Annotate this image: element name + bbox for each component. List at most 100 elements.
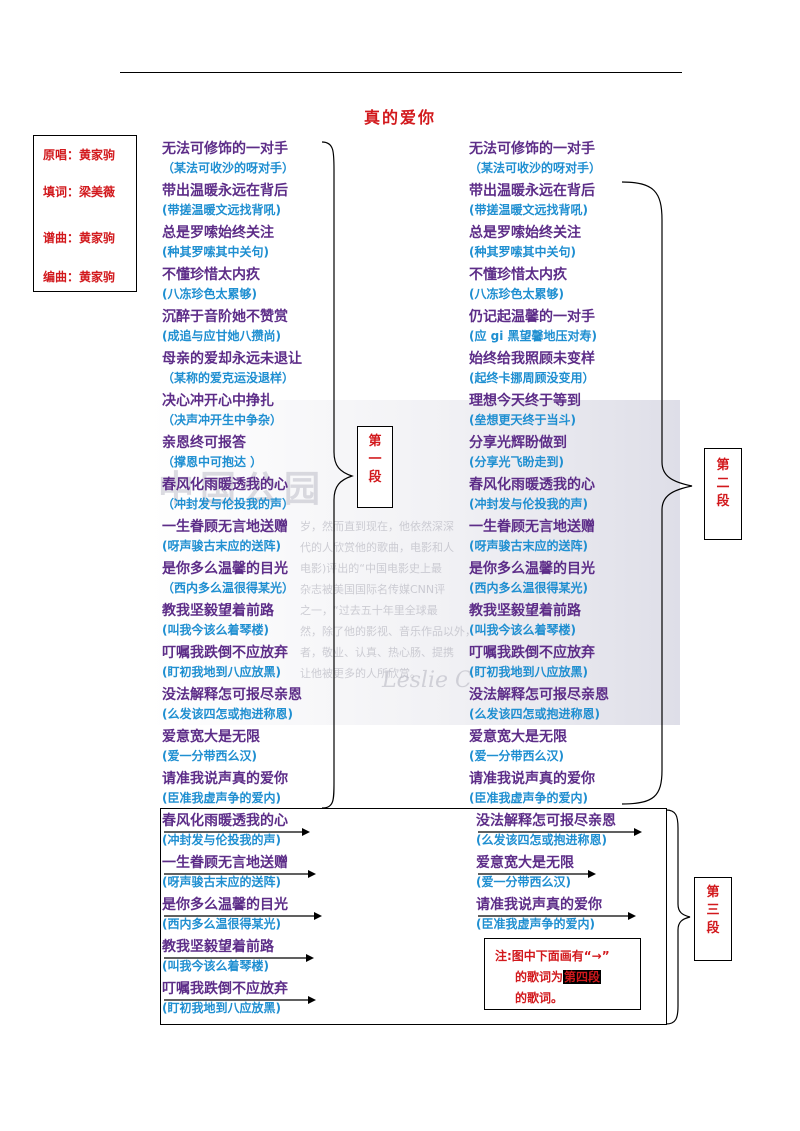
- romanization-line: (种其罗嗦其中关句): [469, 245, 576, 259]
- lyric-line: 请准我说声真的爱你: [476, 897, 602, 913]
- romanization-line: (带搓温暖文远找背吼): [162, 203, 281, 217]
- romanization-line: (爱一分带西么汉): [469, 749, 564, 763]
- lyric-line: 春风化雨暖透我的心: [469, 477, 595, 493]
- section-two-brace: [621, 181, 693, 805]
- lyric-line: 一生眷顾无言地送赠: [162, 855, 288, 871]
- romanization-line: (呀声骏古末应的送阵): [469, 539, 588, 553]
- arrow-mark: [478, 870, 596, 878]
- lyric-line: 一生眷顾无言地送赠: [162, 519, 288, 535]
- romanization-line: (垒想更天终于当斗): [469, 413, 576, 427]
- credits-box: 原唱：黄家驹 填词：梁美薇 谱曲：黄家驹 编曲：黄家驹: [33, 135, 137, 292]
- romanization-line: (叫我今该么着琴楼): [469, 623, 576, 637]
- romanization-line: (起终卡挪周顾没变用）: [469, 371, 595, 385]
- romanization-line: (呀声骏古末应的送阵): [162, 539, 281, 553]
- lyric-line: 爱意宽大是无限: [162, 729, 260, 745]
- romanization-line: (应 gi 黑望馨地压对寿): [469, 329, 598, 343]
- watermark-line: 者，敬业、认真、热心肠、提携: [300, 646, 454, 659]
- label-char: 二: [716, 476, 730, 491]
- lyric-line: 没法解释怎可报尽亲恩: [162, 687, 302, 703]
- note-line-1: 注:图中下面画有“→”: [495, 949, 610, 963]
- romanization-line: (种其罗嗦其中关句): [162, 245, 269, 259]
- romanization-line: (八冻珍色太累够): [162, 287, 257, 301]
- watermark-line: 杂志被美国国际名传媒CNN评: [300, 583, 446, 596]
- romanization-line: (么发该四怎或抱进称恩): [469, 707, 600, 721]
- arrow-mark: [164, 828, 310, 836]
- arrow-mark: [164, 954, 314, 962]
- credit-lyricist: 填词：梁美薇: [43, 185, 116, 199]
- romanization-line: (冲封发与伦投我的声): [162, 833, 281, 847]
- section-one-brace: [321, 141, 354, 809]
- lyric-line: 没法解释怎可报尽亲恩: [469, 687, 609, 703]
- romanization-line: (么发该四怎或抱进称恩): [162, 707, 293, 721]
- watermark-line: 然，除了他的影视、音乐作品以外，: [300, 625, 476, 638]
- lyric-line: 请准我说声真的爱你: [469, 771, 595, 787]
- romanization-line: (冲封发与伦投我的声): [469, 497, 588, 511]
- romanization-line: (盯初我地到八应放黑): [469, 665, 588, 679]
- lyric-line: 决心冲开心中挣扎: [162, 393, 274, 409]
- watermark-line: 让他被更多的人所欣赏。: [300, 667, 421, 680]
- romanization-line: (臣准我虚声争的爱内): [476, 917, 595, 931]
- label-char: 第: [368, 434, 382, 449]
- label-char: 段: [716, 494, 730, 509]
- lyric-line: 总是罗嗦始终关注: [162, 225, 274, 241]
- romanization-line: (成追与应甘她八攒尚): [162, 329, 281, 343]
- watermark-title: 中国公园: [158, 469, 327, 510]
- lyric-line: 总是罗嗦始终关注: [469, 225, 581, 241]
- lyric-line: 是你多么温馨的目光: [469, 561, 595, 577]
- lyric-line: 叮嘱我跌倒不应放弃: [162, 645, 288, 661]
- note-line-3: 的歌词。: [515, 991, 564, 1005]
- credit-composer: 谱曲：黄家驹: [43, 231, 116, 245]
- lyric-line: 不懂珍惜太内疚: [162, 267, 260, 283]
- label-char: 段: [368, 470, 382, 485]
- lyric-line: 是你多么温馨的目光: [162, 897, 288, 913]
- lyric-line: 带出温暖永远在背后: [162, 183, 288, 199]
- romanization-line: （决声冲开生中争杂）: [162, 413, 283, 427]
- arrow-mark: [478, 912, 636, 920]
- background-watermark: 中国公园 岁，然而直到现在，他依然深深代的人欣赏他的歌曲，电影和人电影)评出的“…: [150, 400, 680, 725]
- arrow-mark: [164, 996, 316, 1004]
- lyric-line: 叮嘱我跌倒不应放弃: [469, 645, 595, 661]
- section-two-label: 第 二 段: [704, 448, 742, 540]
- lyric-line: 无法可修饰的一对手: [162, 141, 288, 157]
- label-char: 一: [368, 452, 382, 467]
- romanization-line: (带搓温暖文远找背吼): [469, 203, 588, 217]
- romanization-line: (盯初我地到八应放黑): [162, 1001, 281, 1015]
- watermark-signature: Leslie C: [382, 668, 472, 693]
- section-one-label: 第 一 段: [357, 426, 393, 508]
- lyric-line: 不懂珍惜太内疚: [469, 267, 567, 283]
- lyric-line: 理想今天终于等到: [469, 393, 581, 409]
- romanization-line: (盯初我地到八应放黑): [162, 665, 281, 679]
- lyric-line: 春风化雨暖透我的心: [162, 813, 288, 829]
- lyric-line: 叮嘱我跌倒不应放弃: [162, 981, 288, 997]
- romanization-line: (臣准我虚声争的爱内): [162, 791, 281, 805]
- romanization-line: (臣准我虚声争的爱内): [469, 791, 588, 805]
- romanization-line: (八冻珍色太累够): [469, 287, 564, 301]
- lyric-line: 教我坚毅望着前路: [162, 939, 274, 955]
- lyric-line: 没法解释怎可报尽亲恩: [476, 813, 616, 829]
- romanization-line: （西内多么温很得某光）: [162, 581, 295, 595]
- lyric-line: 分享光辉盼做到: [469, 435, 567, 451]
- romanization-line: (分享光飞盼走到): [469, 455, 564, 469]
- label-char: 段: [706, 921, 720, 936]
- lyric-line: 教我坚毅望着前路: [162, 603, 274, 619]
- watermark-line: 代的人欣赏他的歌曲，电影和人: [300, 541, 454, 554]
- label-char: 第: [716, 458, 730, 473]
- romanization-line: (爱一分带西么汉): [476, 875, 571, 889]
- credit-singer: 原唱：黄家驹: [43, 148, 116, 162]
- label-char: 第: [706, 885, 720, 900]
- lyric-line: 仍记起温馨的一对手: [469, 309, 595, 325]
- lyric-line: 是你多么温馨的目光: [162, 561, 288, 577]
- romanization-line: (西内多么温很得某光): [162, 917, 281, 931]
- lyric-line: 请准我说声真的爱你: [162, 771, 288, 787]
- romanization-line: (爱一分带西么汉): [162, 749, 257, 763]
- watermark-line: 电影)评出的“中国电影史上最: [300, 562, 442, 575]
- romanization-line: (西内多么温很得某光): [469, 581, 588, 595]
- lyric-line: 始终给我照顾未变样: [469, 351, 595, 367]
- credit-arranger: 编曲：黄家驹: [43, 270, 116, 284]
- label-char: 三: [706, 903, 720, 918]
- note-box: 注:图中下面画有“→” 的歌词为第四段 的歌词。: [484, 938, 641, 1010]
- lyric-line: 带出温暖永远在背后: [469, 183, 595, 199]
- note-line-2: 的歌词为第四段: [515, 968, 602, 985]
- section-three-brace: [665, 809, 691, 1025]
